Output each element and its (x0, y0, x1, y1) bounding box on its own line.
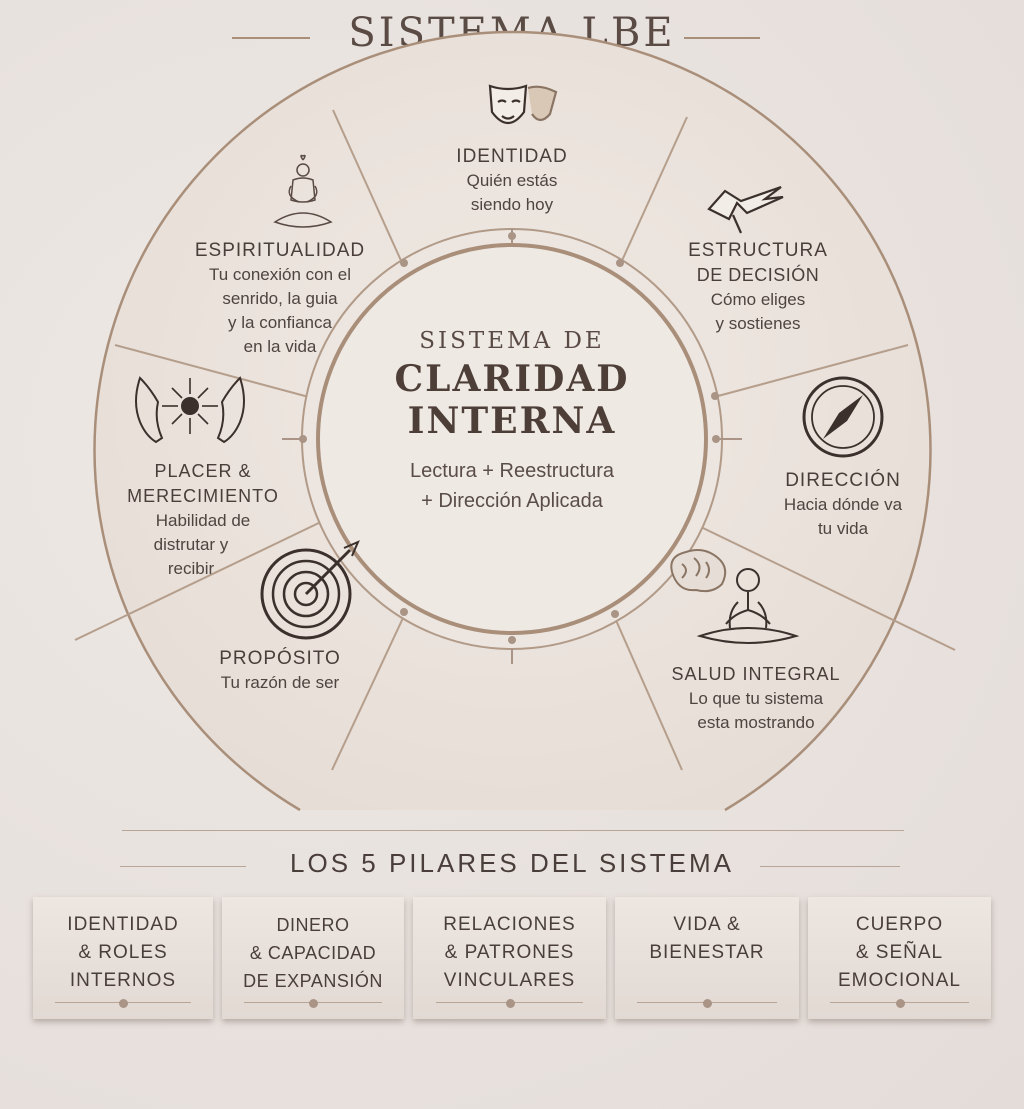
segment-label: PROPÓSITO (219, 648, 341, 669)
section-divider (122, 830, 904, 831)
arrows-icon (707, 185, 784, 234)
pillar-card-identidad: IDENTIDAD & ROLES INTERNOS (33, 897, 213, 1019)
segment-desc: Quién estás (466, 171, 558, 190)
segment-label: SALUD INTEGRAL (671, 664, 841, 684)
pillar-card-dinero: DINERO & CAPACIDAD DE EXPANSIÓN (222, 897, 404, 1019)
wheel-diagram (74, 30, 956, 812)
segment-desc: Tu conexión con el (208, 265, 352, 284)
segment-label: ESPIRITUALIDAD (194, 240, 366, 261)
segment-placer: PLACER & MERECIMIENTO Habilidad de distr… (108, 459, 298, 581)
segment-desc: senrido, la guia (222, 289, 338, 308)
segment-desc: tu vida (817, 519, 869, 538)
segment-desc: Tu razón de ser (220, 673, 340, 692)
pillar-label: CUERPO & SEÑAL EMOCIONAL (837, 914, 962, 991)
center-hub: SISTEMA DE CLARIDAD INTERNA Lectura + Re… (342, 328, 682, 516)
pillar-dot (119, 999, 128, 1008)
segment-desc: Cómo eliges (710, 290, 806, 309)
pillar-card-relaciones: RELACIONES & PATRONES VINCULARES (413, 897, 606, 1019)
segment-direccion: DIRECCIÓN Hacia dónde va tu vida (738, 468, 948, 541)
spokes (74, 109, 956, 771)
segment-desc: y sostienes (715, 314, 801, 333)
center-main-1: CLARIDAD (394, 358, 630, 400)
segment-espiritualidad: ESPIRITUALIDAD Tu conexión con el senrid… (170, 238, 390, 359)
segment-desc: distrutar y (153, 535, 229, 554)
segment-desc: Habilidad de (155, 511, 251, 530)
segment-desc: esta mostrando (697, 713, 815, 732)
pillar-label: DINERO & CAPACIDAD DE EXPANSIÓN (243, 915, 383, 991)
meditation-brain-icon (670, 549, 800, 644)
title-rule-left (232, 37, 310, 39)
segment-desc: Hacia dónde va (783, 495, 903, 514)
pillar-label: IDENTIDAD & ROLES INTERNOS (67, 914, 179, 991)
pillar-dot (309, 999, 318, 1008)
segment-salud-integral: SALUD INTEGRAL Lo que tu sistema esta mo… (646, 662, 866, 735)
segment-estructura: ESTRUCTURA DE DECISIÓN Cómo eliges y sos… (658, 238, 858, 336)
pillar-card-vida: VIDA & BIENESTAR (615, 897, 799, 1019)
pillar-card-cuerpo: CUERPO & SEÑAL EMOCIONAL (808, 897, 991, 1019)
segment-proposito: PROPÓSITO Tu razón de ser (180, 646, 380, 695)
pillar-dot (703, 999, 712, 1008)
segment-label: MERECIMIENTO (127, 486, 279, 506)
pillar-label: VIDA & BIENESTAR (649, 914, 765, 963)
segment-desc: recibir (167, 559, 215, 578)
segment-label: IDENTIDAD (456, 146, 568, 167)
pillar-dot (505, 999, 515, 1008)
segment-desc: y la confianca (228, 313, 332, 332)
segment-desc: en la vida (243, 337, 317, 356)
segment-label: DE DECISIÓN (696, 265, 820, 285)
target-arrow-icon (260, 540, 360, 640)
title-rule-right (684, 37, 760, 39)
segment-label: DIRECCIÓN (785, 470, 901, 491)
pillars-rule-right (760, 866, 900, 867)
segment-identidad: IDENTIDAD Quién estás siendo hoy (412, 144, 612, 217)
pillars-rule-left (120, 866, 246, 867)
segment-label: ESTRUCTURA (688, 240, 828, 261)
compass-icon (802, 376, 884, 458)
meditating-person-icon (273, 154, 333, 228)
hands-light-icon (135, 376, 245, 444)
pillar-dot (895, 999, 905, 1008)
pillars-title: LOS 5 PILARES DEL SISTEMA (290, 848, 734, 878)
segment-desc: siendo hoy (470, 195, 554, 214)
center-sub-1: Lectura + Reestructura (410, 460, 614, 482)
segment-desc: Lo que tu sistema (688, 689, 824, 708)
center-main-2: INTERNA (407, 400, 617, 442)
theater-masks-icon (488, 84, 558, 125)
center-sub-2: + Dirección Aplicada (421, 490, 603, 512)
pillar-label: RELACIONES & PATRONES VINCULARES (443, 914, 576, 991)
center-top: SISTEMA DE (419, 328, 605, 354)
segment-label: PLACER & (154, 461, 252, 481)
